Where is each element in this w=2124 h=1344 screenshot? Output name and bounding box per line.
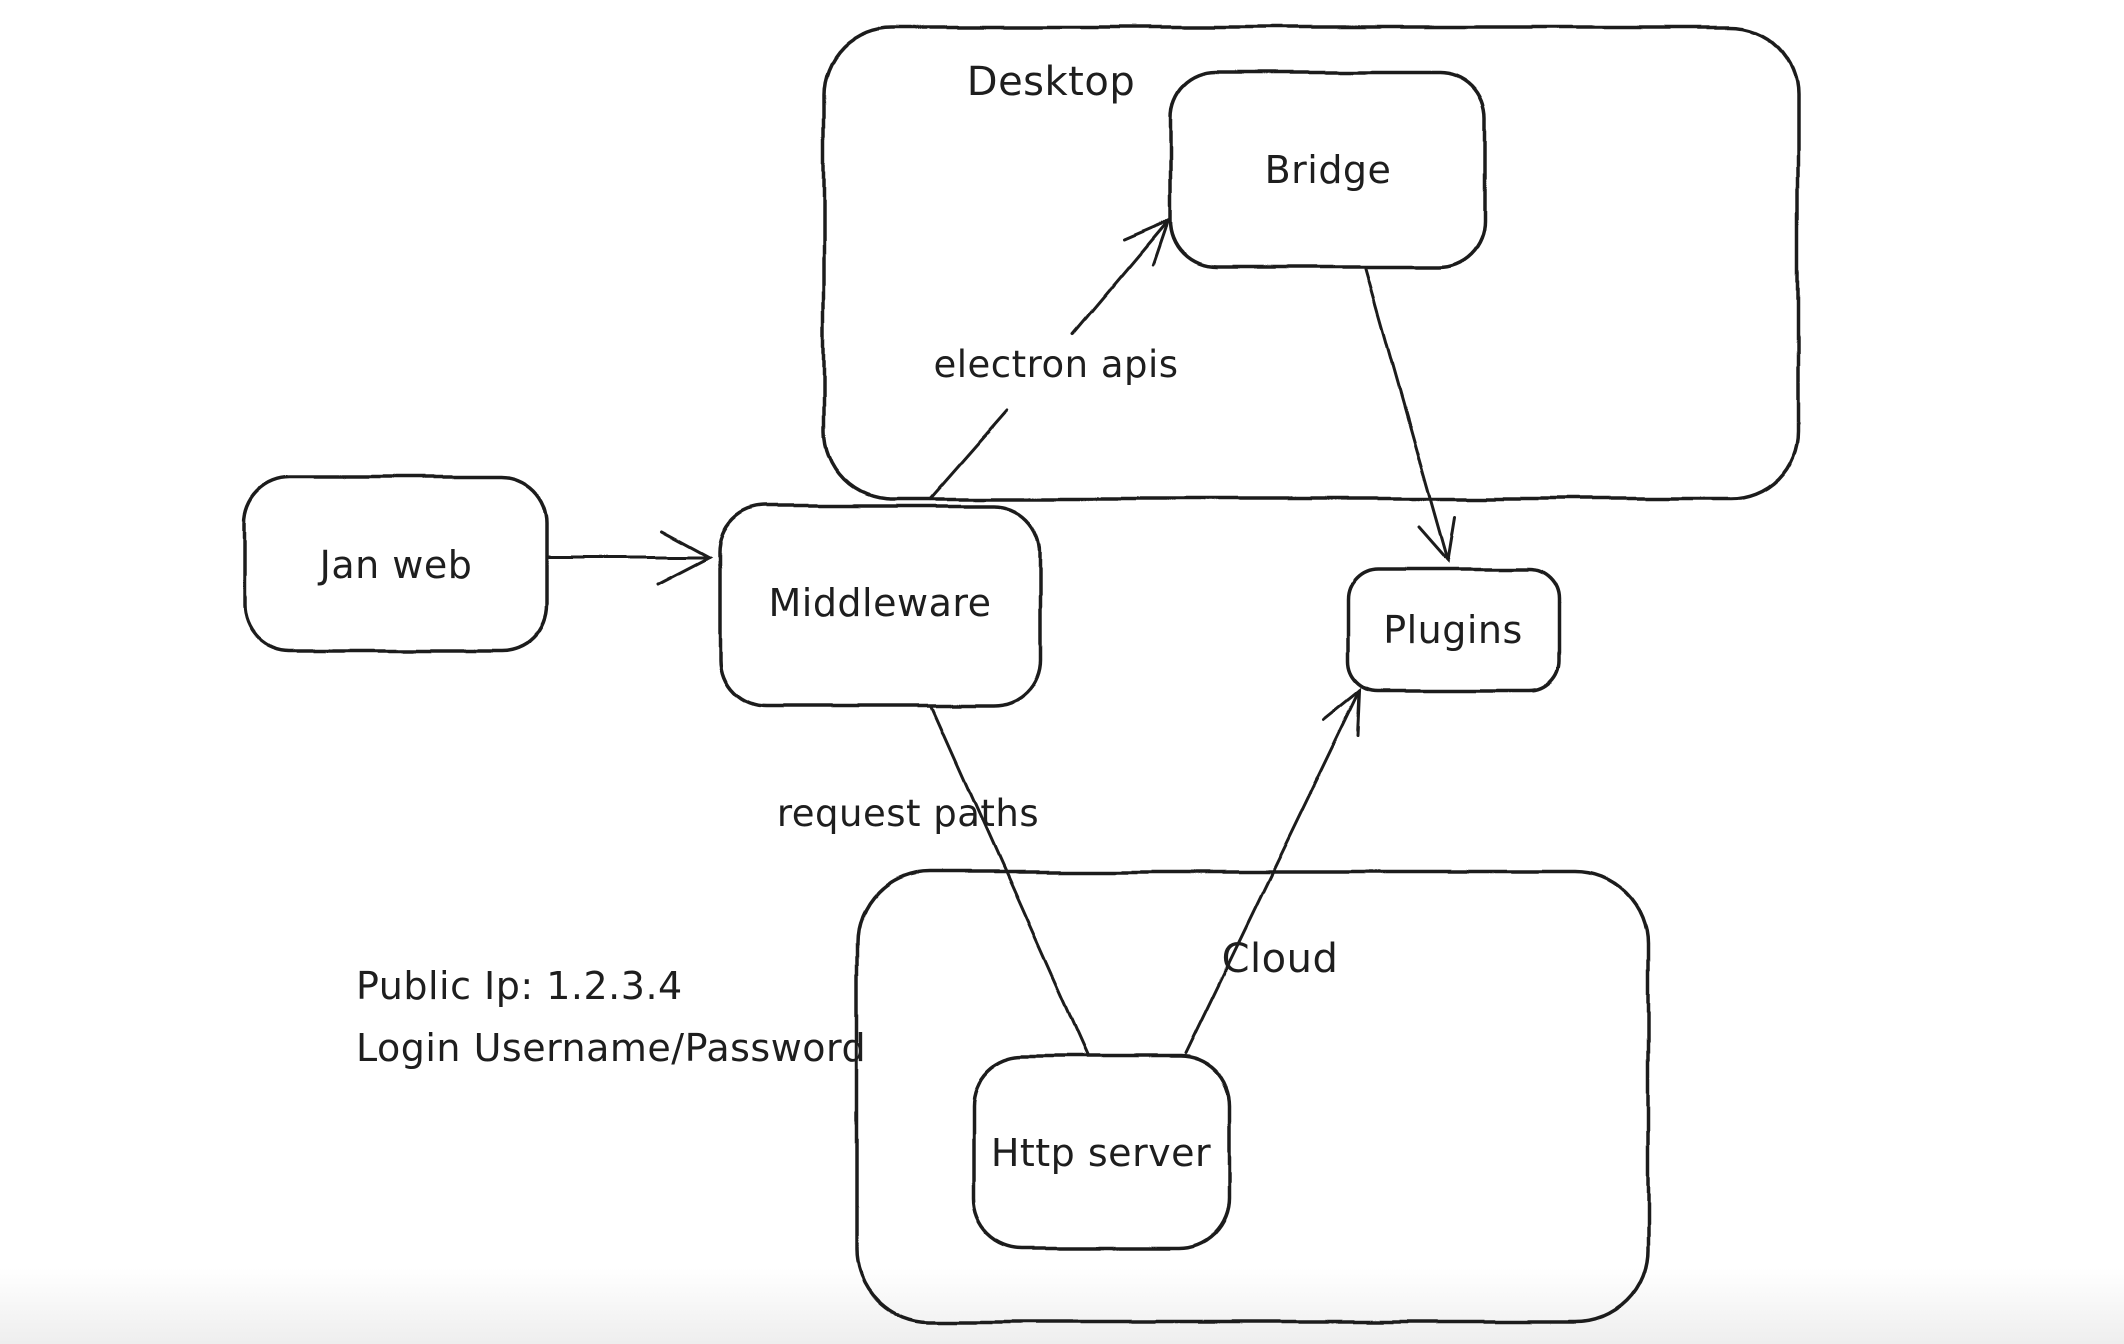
canvas-bottom-fade: [0, 1268, 2124, 1344]
cloud-container-box: [855, 870, 1650, 1324]
middleware-label[interactable]: Middleware: [768, 581, 991, 625]
note-line-login[interactable]: Login Username/Password: [356, 1026, 866, 1070]
container-desktop[interactable]: [822, 25, 1800, 501]
arrow-head: [1322, 686, 1362, 738]
plugins-label[interactable]: Plugins: [1383, 608, 1523, 652]
node-http-server[interactable]: [971, 1054, 1232, 1251]
edge-middleware-to-http-server[interactable]: [930, 705, 1090, 1059]
electron-apis-edge-label[interactable]: electron apis: [933, 343, 1178, 386]
http-server-label[interactable]: Http server: [991, 1131, 1211, 1175]
container-cloud[interactable]: [855, 870, 1650, 1324]
edge-middleware-to-bridge[interactable]: [928, 217, 1171, 501]
jan-web-label[interactable]: Jan web: [318, 543, 473, 587]
desktop-container-label[interactable]: Desktop: [967, 59, 1135, 105]
cloud-container-label[interactable]: Cloud: [1222, 936, 1339, 982]
note-line-public-ip[interactable]: Public Ip: 1.2.3.4: [356, 964, 683, 1008]
plugins-box: [1346, 567, 1561, 692]
jan-web-box: [242, 475, 549, 653]
node-jan-web[interactable]: [242, 475, 549, 653]
node-middleware[interactable]: [718, 504, 1042, 708]
arrow-line: [928, 408, 1010, 501]
arrow-line: [1070, 218, 1170, 336]
labels-layer: Desktop Cloud Jan web Bridge Middleware …: [318, 59, 1523, 1175]
arrow-head: [1122, 217, 1171, 266]
bridge-label[interactable]: Bridge: [1265, 148, 1392, 192]
arrow-head: [1417, 515, 1457, 564]
edge-bridge-to-plugins[interactable]: [1364, 267, 1457, 564]
middleware-box: [718, 504, 1042, 708]
node-bridge[interactable]: [1168, 70, 1487, 269]
arrow-line: [1183, 688, 1362, 1055]
http-server-box: [971, 1054, 1232, 1251]
edge-jan-web-to-middleware[interactable]: [547, 529, 714, 586]
request-paths-edge-label[interactable]: request paths: [777, 792, 1039, 835]
arrow-head: [656, 529, 714, 586]
node-plugins[interactable]: [1346, 567, 1561, 692]
edge-http-server-to-plugins[interactable]: [1183, 686, 1362, 1055]
arrow-line: [1364, 267, 1450, 562]
desktop-container-box: [822, 25, 1800, 501]
arrow-line: [930, 705, 1090, 1059]
bridge-box: [1168, 70, 1487, 269]
